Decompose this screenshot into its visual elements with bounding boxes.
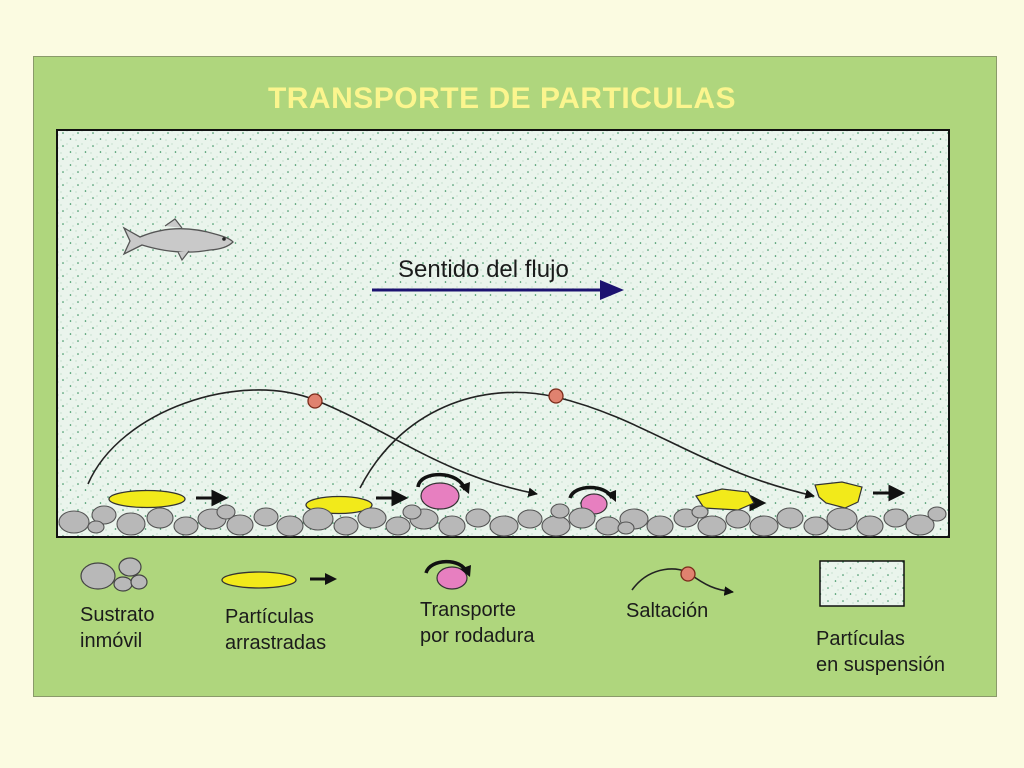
substrate-stone — [58, 510, 90, 534]
saltation-particle — [307, 393, 323, 409]
substrate-stone — [226, 514, 254, 536]
substrate-stone — [697, 515, 727, 537]
substrate-stone — [617, 521, 635, 535]
substrate-stone — [465, 508, 491, 528]
substrate-stone — [87, 520, 105, 534]
substrate-stone — [216, 504, 236, 520]
substrate-stone — [116, 512, 146, 536]
substrate-stone — [146, 507, 174, 529]
irregular-particle — [814, 481, 863, 509]
substrate-stone — [276, 515, 304, 537]
substrate-stone — [517, 509, 543, 529]
legend-saltation-label: Saltación — [626, 600, 709, 622]
substrate-stone — [803, 516, 829, 536]
substrate-stone — [883, 508, 909, 528]
substrate-stone — [725, 509, 751, 529]
substrate-stones — [58, 503, 947, 537]
fish-icon — [122, 218, 234, 262]
water-column — [56, 129, 950, 538]
substrate-stone — [691, 505, 709, 519]
substrate-stone — [749, 515, 779, 537]
diagram-title: TRANSPORTE DE PARTICULAS — [267, 82, 737, 115]
legend-dragged-icon — [221, 571, 337, 589]
dragged-particle — [108, 489, 186, 509]
substrate-stone — [438, 515, 466, 537]
substrate-stone — [173, 516, 199, 536]
substrate-stone — [568, 507, 596, 529]
legend-saltation-icon — [631, 566, 734, 596]
substrate-stone — [489, 515, 519, 537]
substrate-stone — [357, 507, 387, 529]
flow-label: Sentido del flujo — [398, 256, 569, 283]
substrate-stone — [333, 516, 359, 536]
substrate-stone — [253, 507, 279, 527]
substrate-stone — [905, 514, 935, 536]
saltation-particle — [548, 388, 564, 404]
rolling-particle — [416, 472, 470, 510]
substrate-stone — [91, 505, 117, 525]
substrate-stone — [856, 515, 884, 537]
substrate-stone — [541, 515, 571, 537]
legend-suspension-icon — [819, 560, 905, 607]
substrate-stone — [302, 507, 334, 531]
substrate-stone — [776, 507, 804, 529]
legend-rolling-icon — [424, 559, 471, 590]
flow-arrow-icon — [372, 280, 624, 300]
substrate-stone — [550, 503, 570, 519]
substrate-stone — [595, 516, 621, 536]
substrate-stone — [402, 504, 422, 520]
substrate-stone — [646, 515, 674, 537]
legend-substrate-icon — [80, 557, 148, 592]
substrate-stone — [385, 516, 411, 536]
substrate-stone — [826, 507, 858, 531]
substrate-stone — [927, 506, 947, 522]
